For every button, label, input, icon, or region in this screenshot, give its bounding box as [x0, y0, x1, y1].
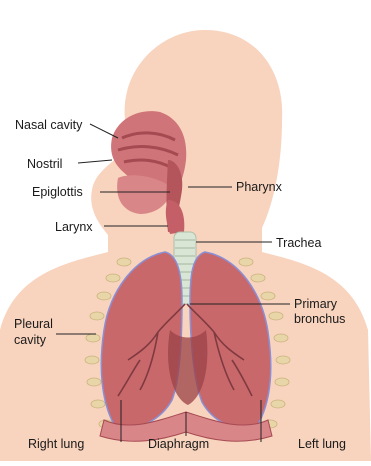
label-primary-bronchus-2: bronchus — [294, 312, 345, 326]
label-nostril: Nostril — [27, 157, 62, 171]
label-pleural-cavity-2: cavity — [14, 333, 46, 347]
label-left-lung: Left lung — [298, 437, 346, 451]
label-right-lung: Right lung — [28, 437, 84, 451]
label-trachea: Trachea — [276, 236, 321, 250]
label-pleural-cavity-1: Pleural — [14, 317, 53, 331]
label-pharynx: Pharynx — [236, 180, 282, 194]
label-epiglottis: Epiglottis — [32, 185, 83, 199]
label-larynx: Larynx — [55, 220, 93, 234]
label-diaphragm: Diaphragm — [148, 437, 209, 451]
label-primary-bronchus-1: Primary — [294, 297, 337, 311]
label-nasal-cavity: Nasal cavity — [15, 118, 82, 132]
